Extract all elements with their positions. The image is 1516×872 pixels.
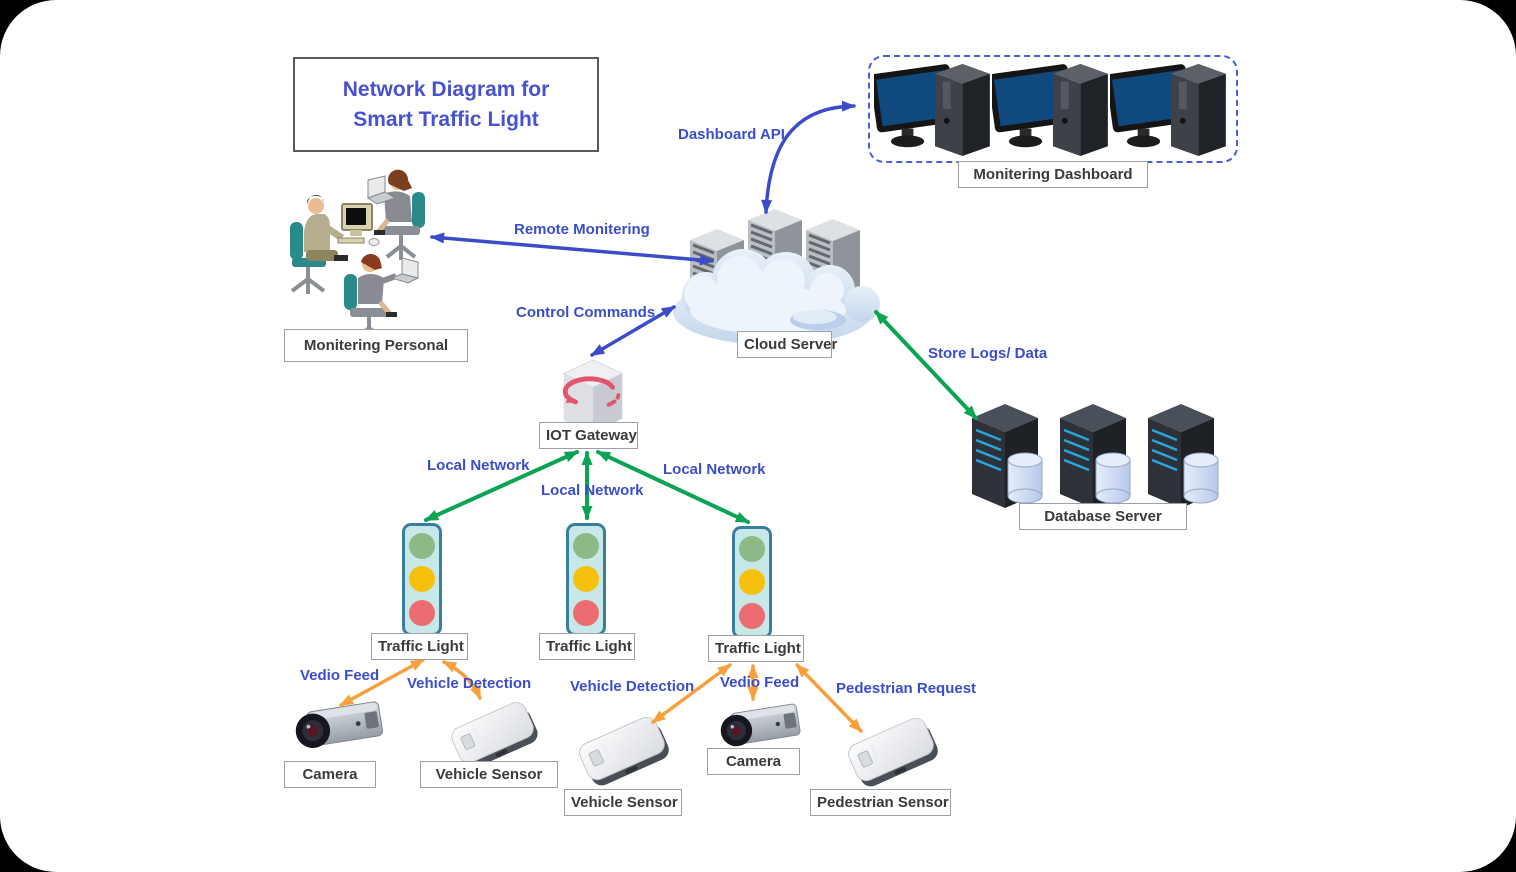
label-pedestrian-sensor: Pedestrian Sensor [810, 789, 951, 816]
diagram-title-line1: Network Diagram for [342, 78, 550, 102]
traffic-light-1-icon [402, 523, 442, 636]
edge-label-control-commands: Control Commands [516, 304, 656, 321]
pedestrian-sensor-icon [844, 713, 942, 791]
label-traffic-light-1: Traffic Light [371, 633, 468, 660]
diagram-title-line2: Smart Traffic Light [353, 107, 539, 131]
green-lamp [739, 535, 765, 562]
label-database-server: Database Server [1019, 503, 1187, 530]
camera-1-icon [292, 700, 384, 751]
label-traffic-light-2: Traffic Light [539, 633, 635, 660]
edge-store-logs-arrow [874, 310, 978, 420]
edge-label-video-feed-1: Vedio Feed [300, 667, 380, 684]
edge-dashboard-api-arrow [761, 100, 856, 214]
edge-label-vehicle-detection-2: Vehicle Detection [570, 678, 695, 695]
label-vehicle-sensor-2: Vehicle Sensor [564, 789, 682, 816]
edge-label-remote-monitoring: Remote Monitering [514, 221, 650, 238]
traffic-light-3-icon [732, 526, 772, 639]
edge-label-dashboard-api: Dashboard API [678, 126, 785, 143]
edge-label-local-network-3: Local Network [663, 461, 766, 478]
people-at-workstations-icon [290, 169, 425, 332]
red-lamp [573, 600, 599, 627]
label-traffic-light-3: Traffic Light [708, 635, 804, 662]
edge-label-store-logs: Store Logs/ Data [928, 345, 1048, 362]
edge-label-local-network-2: Local Network [541, 482, 644, 499]
label-monitoring-personal: Monitering Personal [284, 329, 468, 362]
label-iot-gateway: IOT Gateway [539, 422, 638, 449]
edge-label-vehicle-detection-1: Vehicle Detection [407, 675, 532, 692]
green-lamp [573, 532, 599, 559]
yellow-lamp [573, 566, 599, 593]
diagram-title-box: Network Diagram for Smart Traffic Light [293, 57, 599, 152]
desktop-computer-cluster-icon [874, 60, 1230, 158]
database-server-icon [972, 402, 1220, 510]
iot-gateway-icon [562, 359, 624, 435]
yellow-lamp [409, 566, 435, 593]
label-vehicle-sensor-1: Vehicle Sensor [420, 761, 558, 788]
label-monitoring-dashboard: Monitering Dashboard [958, 161, 1148, 188]
yellow-lamp [739, 569, 765, 596]
vehicle-sensor-2-icon [575, 712, 673, 790]
edge-label-pedestrian-request: Pedestrian Request [836, 680, 977, 697]
red-lamp [409, 600, 435, 627]
green-lamp [409, 532, 435, 559]
cloud-server-icon [673, 207, 880, 345]
red-lamp [739, 603, 765, 630]
label-camera-1: Camera [284, 761, 376, 788]
edge-label-local-network-1: Local Network [427, 457, 530, 474]
label-cloud-server: Cloud Server [737, 331, 837, 358]
edge-label-video-feed-2: Vedio Feed [720, 674, 800, 691]
label-camera-2: Camera [707, 748, 800, 775]
traffic-light-2-icon [566, 523, 606, 636]
